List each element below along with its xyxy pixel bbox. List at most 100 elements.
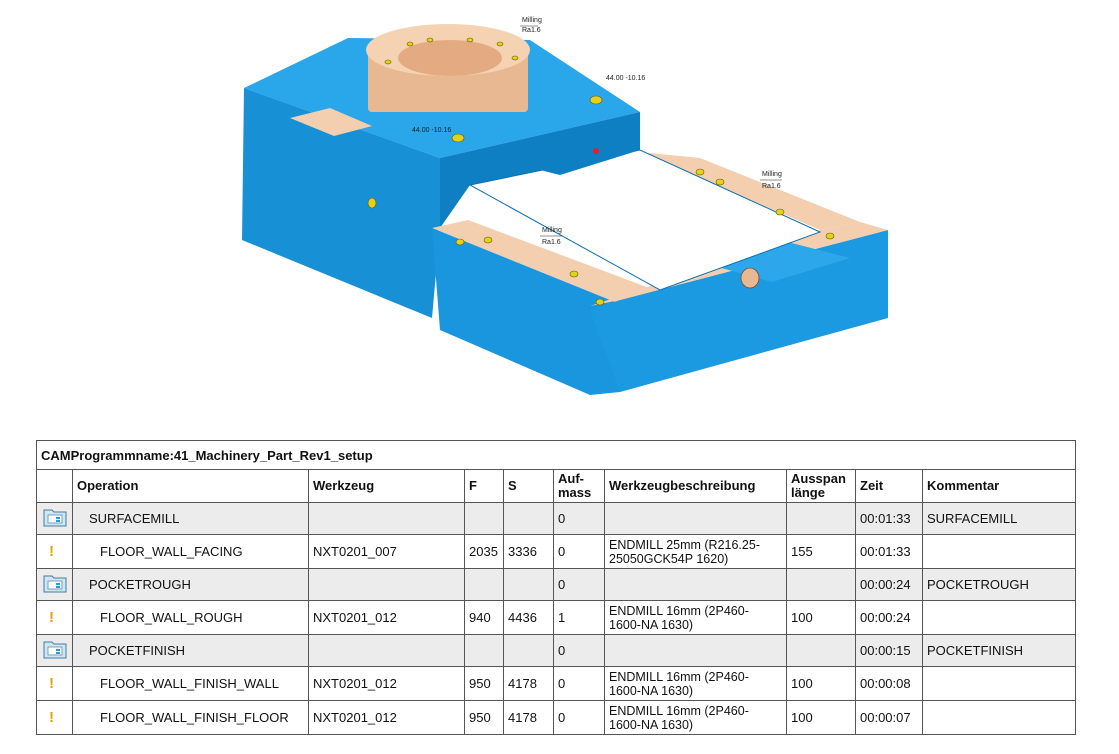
- svg-text:Ra1.6: Ra1.6: [762, 183, 781, 190]
- cell-zeit: 00:01:33: [855, 502, 923, 535]
- row-icon: [36, 634, 73, 667]
- cell-ausspanlaenge: 155: [786, 534, 856, 569]
- cell-zeit: 00:00:08: [855, 666, 923, 701]
- part-top-back-wall: [640, 152, 860, 230]
- cell-kommentar: SURFACEMILL: [921, 502, 1077, 535]
- side-bore: [740, 267, 760, 289]
- cell-aufmass: 0: [553, 634, 605, 667]
- cell-beschreibung: ENDMILL 16mm (2P460-1600-NA 1630): [604, 666, 787, 701]
- header-f: F: [464, 469, 504, 503]
- row-icon: [36, 502, 73, 535]
- milling-note-right: Milling Ra1.6: [760, 171, 782, 190]
- cell-kommentar: [921, 666, 1077, 701]
- part-front-right-face: [590, 230, 888, 392]
- cell-kommentar: [921, 534, 1077, 569]
- cell-s: 4178: [503, 666, 554, 701]
- cell-aufmass: 0: [553, 666, 605, 701]
- cell-kommentar: POCKETROUGH: [921, 568, 1077, 601]
- pocket-inner-wall: [500, 142, 640, 175]
- boss-bore: [398, 40, 502, 76]
- warning-icon: !: [49, 608, 54, 626]
- pocket-step: [700, 240, 850, 282]
- cell-werkzeug: NXT0201_012: [308, 600, 465, 635]
- svg-text:Milling: Milling: [542, 227, 562, 234]
- cell-kommentar: POCKETFINISH: [921, 634, 1077, 667]
- cell-operation: FLOOR_WALL_FINISH_WALL: [72, 666, 309, 701]
- cell-ausspanlaenge: [786, 634, 856, 667]
- cell-zeit: 00:00:24: [855, 600, 923, 635]
- machined-strip: [290, 108, 372, 136]
- hole-markers: [367, 37, 835, 306]
- cell-werkzeug: [308, 568, 465, 601]
- part-front-left: [242, 88, 440, 318]
- warning-icon: !: [49, 708, 54, 726]
- header-werkzeug: Werkzeug: [308, 469, 465, 503]
- cell-f: [464, 502, 504, 535]
- row-icon: [36, 568, 73, 601]
- cell-beschreibung: ENDMILL 25mm (R216.25-25050GCK54P 1620): [604, 534, 787, 569]
- part-rendering: Milling Ra1.6 Milling Ra1.6 Milling Ra1.…: [242, 17, 888, 395]
- cell-ausspanlaenge: [786, 502, 856, 535]
- cell-operation: POCKETROUGH: [72, 568, 309, 601]
- cell-aufmass: 0: [553, 534, 605, 569]
- cell-beschreibung: [604, 568, 787, 601]
- svg-text:Milling: Milling: [522, 17, 542, 24]
- cell-aufmass: 0: [553, 502, 605, 535]
- cell-aufmass: 0: [553, 700, 605, 735]
- cell-zeit: 00:00:24: [855, 568, 923, 601]
- cell-operation: POCKETFINISH: [72, 634, 309, 667]
- milling-note-top: Milling Ra1.6: [520, 17, 542, 34]
- svg-text:Milling: Milling: [762, 171, 782, 178]
- warning-icon: !: [49, 542, 54, 560]
- svg-text:Ra1.6: Ra1.6: [522, 27, 541, 34]
- header-operation: Operation: [72, 469, 309, 503]
- cell-zeit: 00:01:33: [855, 534, 923, 569]
- row-icon: !: [36, 600, 73, 635]
- cell-f: 950: [464, 666, 504, 701]
- cell-beschreibung: [604, 634, 787, 667]
- folder-icon: [43, 641, 66, 659]
- cell-ausspanlaenge: 100: [786, 666, 856, 701]
- row-icon: !: [36, 666, 73, 701]
- cell-s: 4436: [503, 600, 554, 635]
- cell-f: 2035: [464, 534, 504, 569]
- cell-aufmass: 0: [553, 568, 605, 601]
- header-zeit: Zeit: [855, 469, 923, 503]
- cell-werkzeug: NXT0201_012: [308, 700, 465, 735]
- cell-s: [503, 634, 554, 667]
- cell-operation: FLOOR_WALL_FINISH_FLOOR: [72, 700, 309, 735]
- cell-f: [464, 568, 504, 601]
- cell-aufmass: 1: [553, 600, 605, 635]
- cell-ausspanlaenge: 100: [786, 600, 856, 635]
- cell-kommentar: [921, 600, 1077, 635]
- header-aufmass: Auf-mass: [553, 469, 605, 503]
- cell-zeit: 00:00:15: [855, 634, 923, 667]
- cell-s: 3336: [503, 534, 554, 569]
- svg-text:Ra1.6: Ra1.6: [542, 239, 561, 246]
- cell-werkzeug: NXT0201_007: [308, 534, 465, 569]
- cell-s: [503, 502, 554, 535]
- cell-f: 940: [464, 600, 504, 635]
- cell-beschreibung: ENDMILL 16mm (2P460-1600-NA 1630): [604, 700, 787, 735]
- header-kommentar: Kommentar: [921, 469, 1077, 503]
- cell-beschreibung: [604, 502, 787, 535]
- cell-beschreibung: ENDMILL 16mm (2P460-1600-NA 1630): [604, 600, 787, 635]
- cell-s: [503, 568, 554, 601]
- program-title: CAMProgrammname:41_Machinery_Part_Rev1_s…: [35, 440, 1077, 470]
- cam-program-table: CAMProgrammname:41_Machinery_Part_Rev1_s…: [35, 440, 1077, 735]
- cell-f: [464, 634, 504, 667]
- cell-ausspanlaenge: 100: [786, 700, 856, 735]
- folder-icon: [43, 575, 66, 593]
- dimension-label: 44.00 -10.16: [606, 75, 645, 82]
- cell-zeit: 00:00:07: [855, 700, 923, 735]
- milling-note-front: Milling Ra1.6: [540, 227, 562, 246]
- warning-icon: !: [49, 674, 54, 692]
- folder-icon: [43, 509, 66, 527]
- cell-operation: FLOOR_WALL_ROUGH: [72, 600, 309, 635]
